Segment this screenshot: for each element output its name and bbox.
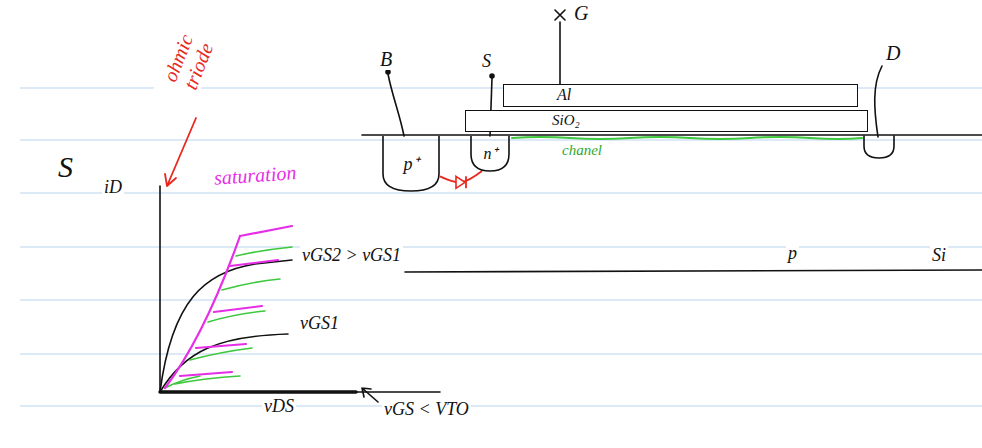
saturation-flat-lines: [180, 226, 292, 376]
region-label: ohmic triode: [152, 16, 224, 109]
substrate-label: p: [786, 244, 799, 264]
node-text: Al: [556, 86, 572, 104]
well-outline-path: [471, 136, 509, 171]
body-wire: [388, 74, 404, 136]
drain-wire: [875, 66, 882, 137]
terminal-label: S: [480, 52, 493, 72]
id-vds-graph: [160, 118, 440, 402]
section-letter: S: [56, 150, 75, 183]
gate-terminal: [555, 10, 565, 20]
axes: [160, 186, 440, 392]
material-label: Si: [930, 246, 948, 266]
body-terminal: [386, 70, 390, 74]
curve-label: vGS < VTO: [382, 400, 471, 420]
well-outline-path: [383, 136, 439, 191]
curve-label: vGS1: [298, 314, 341, 334]
source-terminal: [490, 74, 494, 78]
channel: [512, 137, 862, 139]
terminal-label: D: [884, 42, 902, 64]
source-well: n⁺: [470, 136, 510, 172]
mosfet-cross-section: [362, 10, 982, 272]
substrate-bottom: [405, 270, 982, 272]
gate-wire: [559, 22, 561, 84]
cutoff-curve: [160, 390, 356, 394]
node-text: p⁺: [403, 154, 420, 175]
ruled-lines: [20, 88, 982, 406]
terminal-label: B: [378, 48, 394, 70]
drain-well: [864, 136, 894, 158]
ohmic-arrow: [165, 118, 196, 186]
body-contact-well: p⁺: [382, 136, 440, 192]
node-text: n⁺: [483, 145, 498, 163]
region-label: saturation: [211, 161, 299, 189]
gate-metal: Al: [503, 84, 858, 107]
gate-oxide: SiO₂: [465, 110, 868, 132]
saturation-boundary: [165, 236, 240, 388]
cutoff-arrow: [362, 388, 378, 402]
diode-triangle: [456, 176, 465, 188]
terminal-label: G: [572, 2, 590, 24]
diode-bar: [465, 176, 467, 188]
diode-symbol: [456, 176, 466, 188]
silicon-surface: [362, 134, 982, 136]
axis-label: iD: [102, 178, 124, 198]
channel-label: chanel: [560, 142, 604, 159]
node-text: SiO₂: [551, 112, 581, 129]
axis-label: vDS: [262, 397, 296, 417]
curve-label: vGS2 > vGS1: [300, 246, 403, 266]
